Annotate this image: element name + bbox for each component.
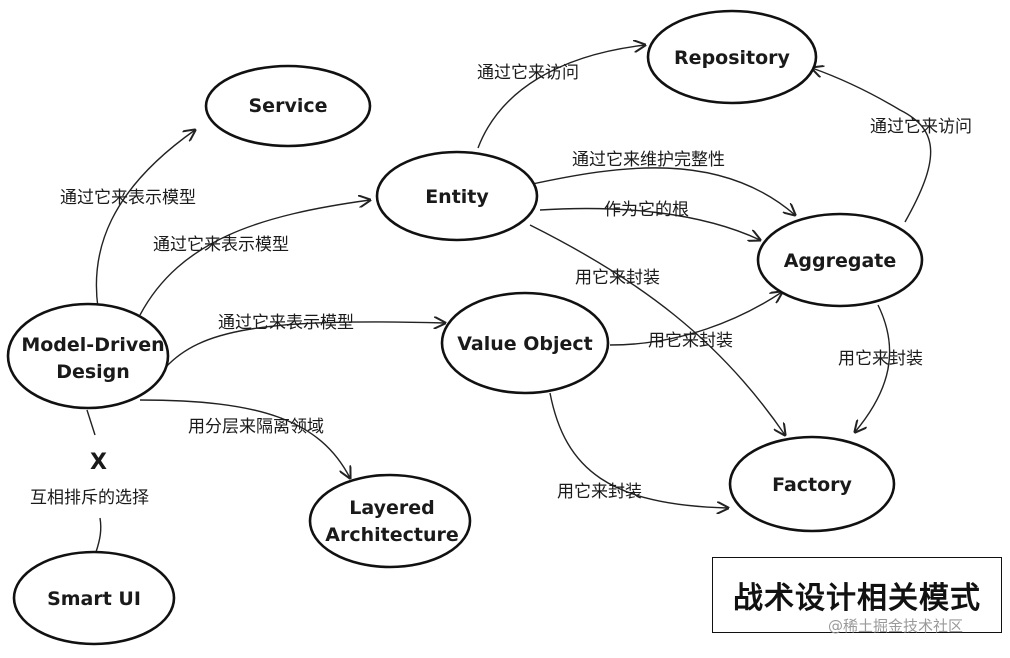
node-service: Service xyxy=(204,64,372,148)
edge-mdd-smartui-upper xyxy=(86,409,96,436)
label-mdd-value-object: 通过它来表示模型 xyxy=(218,313,354,333)
node-entity-label: Entity xyxy=(425,186,489,208)
label-mdd-entity: 通过它来表示模型 xyxy=(153,235,289,255)
edge-vo-factory xyxy=(549,392,728,508)
edge-entity-factory xyxy=(529,224,785,435)
node-layered-label-line1: Layered xyxy=(349,497,434,519)
node-repository-label: Repository xyxy=(674,47,790,69)
label-mdd-smartui: 互相排斥的选择 xyxy=(30,488,149,508)
node-entity: Entity xyxy=(375,150,539,242)
label-mdd-layered: 用分层来隔离领域 xyxy=(188,417,324,437)
label-entity-aggregate-integrity: 通过它来维护完整性 xyxy=(572,150,725,170)
node-aggregate: Aggregate xyxy=(756,212,924,308)
edge-entity-aggregate-integrity xyxy=(527,167,795,215)
edge-aggregate-repository xyxy=(812,68,932,223)
edge-entity-aggregate-root xyxy=(539,207,760,240)
title-box: 战术设计相关模式 xyxy=(712,557,1002,633)
edge-mdd-entity xyxy=(139,200,370,316)
node-smart-ui-label: Smart UI xyxy=(47,588,141,610)
label-aggregate-repository: 通过它来访问 xyxy=(870,117,972,137)
diagram-title: 战术设计相关模式 xyxy=(733,581,981,616)
exclusion-x-mark: X xyxy=(90,450,107,475)
label-entity-factory: 用它来封装 xyxy=(575,268,660,288)
edge-mdd-service xyxy=(95,130,195,309)
watermark: @稀土掘金技术社区 xyxy=(828,617,964,635)
node-mdd-label-line1: Model-Driven xyxy=(21,334,164,356)
label-entity-aggregate-root: 作为它的根 xyxy=(604,200,689,220)
edge-aggregate-factory xyxy=(855,304,891,432)
node-aggregate-label: Aggregate xyxy=(784,250,897,272)
label-vo-aggregate: 用它来封装 xyxy=(648,331,733,351)
node-factory-label: Factory xyxy=(772,474,852,496)
node-value-object: Value Object xyxy=(440,291,610,395)
label-aggregate-factory: 用它来封装 xyxy=(838,349,923,369)
label-vo-factory: 用它来封装 xyxy=(557,482,642,502)
node-layered-label-line2: Architecture xyxy=(325,524,458,546)
edge-mdd-smartui-lower xyxy=(95,517,102,553)
node-model-driven-design: Model-Driven Design xyxy=(6,302,170,410)
edge-entity-repository xyxy=(477,45,645,149)
label-entity-repository: 通过它来访问 xyxy=(477,63,579,83)
edge-mdd-layered xyxy=(139,399,350,478)
node-service-label: Service xyxy=(249,95,328,117)
node-factory: Factory xyxy=(728,435,896,533)
edge-mdd-value-object xyxy=(164,322,445,369)
node-mdd-label-line2: Design xyxy=(56,361,130,383)
node-smart-ui: Smart UI xyxy=(12,550,176,646)
node-repository: Repository xyxy=(646,9,818,105)
node-value-object-label: Value Object xyxy=(457,333,593,355)
node-layered-architecture: Layered Architecture xyxy=(308,473,472,569)
label-mdd-service: 通过它来表示模型 xyxy=(60,188,196,208)
edge-vo-aggregate xyxy=(609,292,782,346)
